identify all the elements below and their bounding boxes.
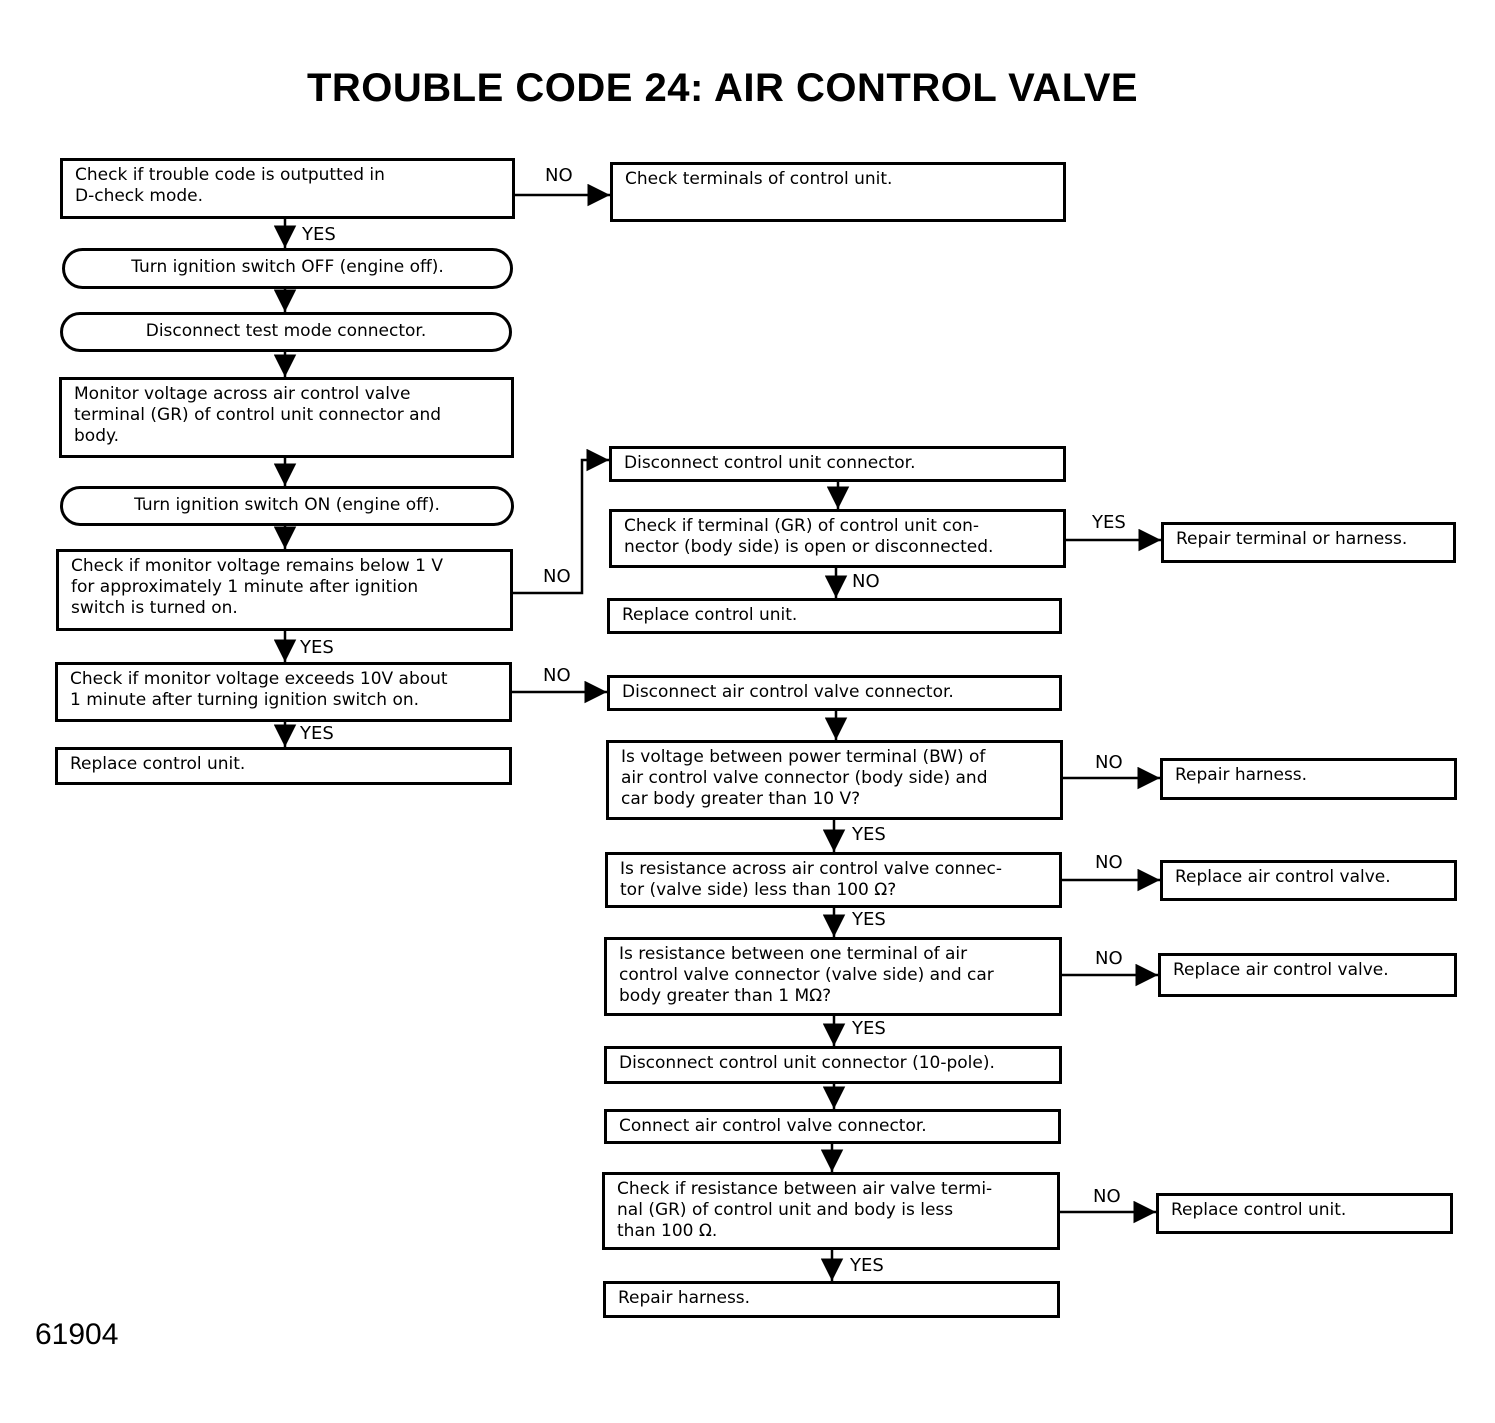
figure-number: 61904: [35, 1318, 119, 1351]
page-title: TROUBLE CODE 24: AIR CONTROL VALVE: [306, 66, 1139, 110]
step-repair-harness-2: Repair harness.: [603, 1281, 1060, 1318]
label-no: NO: [1095, 948, 1123, 969]
step-check-code: Check if trouble code is outputted in D-…: [60, 158, 515, 219]
step-voltage-bw: Is voltage between power terminal (BW) o…: [606, 740, 1063, 820]
label-no: NO: [543, 566, 571, 587]
step-repair-terminal: Repair terminal or harness.: [1161, 522, 1456, 563]
step-ign-on: Turn ignition switch ON (engine off).: [60, 486, 514, 526]
label-no: NO: [1093, 1186, 1121, 1207]
label-no: NO: [543, 665, 571, 686]
step-replace-acv-2: Replace air control valve.: [1158, 953, 1457, 997]
label-no: NO: [1095, 852, 1123, 873]
step-check-gr-open: Check if terminal (GR) of control unit c…: [609, 509, 1066, 568]
label-no: NO: [1095, 752, 1123, 773]
arrow-below-1v-to-disconnect-cu: [512, 448, 609, 595]
label-no: NO: [852, 571, 880, 592]
step-connect-acv: Connect air control valve connector.: [604, 1109, 1061, 1144]
label-yes: YES: [1092, 512, 1126, 533]
step-ign-off: Turn ignition switch OFF (engine off).: [62, 248, 513, 289]
step-monitor-voltage: Monitor voltage across air control valve…: [59, 377, 514, 458]
step-disconnect-cu: Disconnect control unit connector.: [609, 446, 1066, 482]
step-check-terminals: Check terminals of control unit.: [610, 162, 1066, 222]
step-replace-cu-mid: Replace control unit.: [607, 598, 1062, 634]
step-resistance-valve: Is resistance across air control valve c…: [605, 852, 1062, 908]
step-disconnect-cu-10: Disconnect control unit connector (10-po…: [604, 1046, 1062, 1084]
label-yes: YES: [300, 723, 334, 744]
label-yes: YES: [300, 637, 334, 658]
label-no: NO: [545, 165, 573, 186]
label-yes: YES: [302, 224, 336, 245]
step-disconnect-test: Disconnect test mode connector.: [60, 312, 512, 352]
label-yes: YES: [852, 824, 886, 845]
step-repair-harness-1: Repair harness.: [1160, 758, 1457, 800]
step-exceeds-10v: Check if monitor voltage exceeds 10V abo…: [55, 662, 512, 722]
step-resistance-gr: Check if resistance between air valve te…: [602, 1172, 1060, 1250]
step-below-1v: Check if monitor voltage remains below 1…: [56, 549, 513, 631]
step-disconnect-acv: Disconnect air control valve connector.: [607, 675, 1062, 711]
label-yes: YES: [852, 909, 886, 930]
step-replace-acv-1: Replace air control valve.: [1160, 860, 1457, 901]
step-resistance-body: Is resistance between one terminal of ai…: [604, 937, 1062, 1016]
label-yes: YES: [850, 1255, 884, 1276]
label-yes: YES: [852, 1018, 886, 1039]
step-replace-cu-right: Replace control unit.: [1156, 1193, 1453, 1234]
step-replace-cu-left: Replace control unit.: [55, 747, 512, 785]
